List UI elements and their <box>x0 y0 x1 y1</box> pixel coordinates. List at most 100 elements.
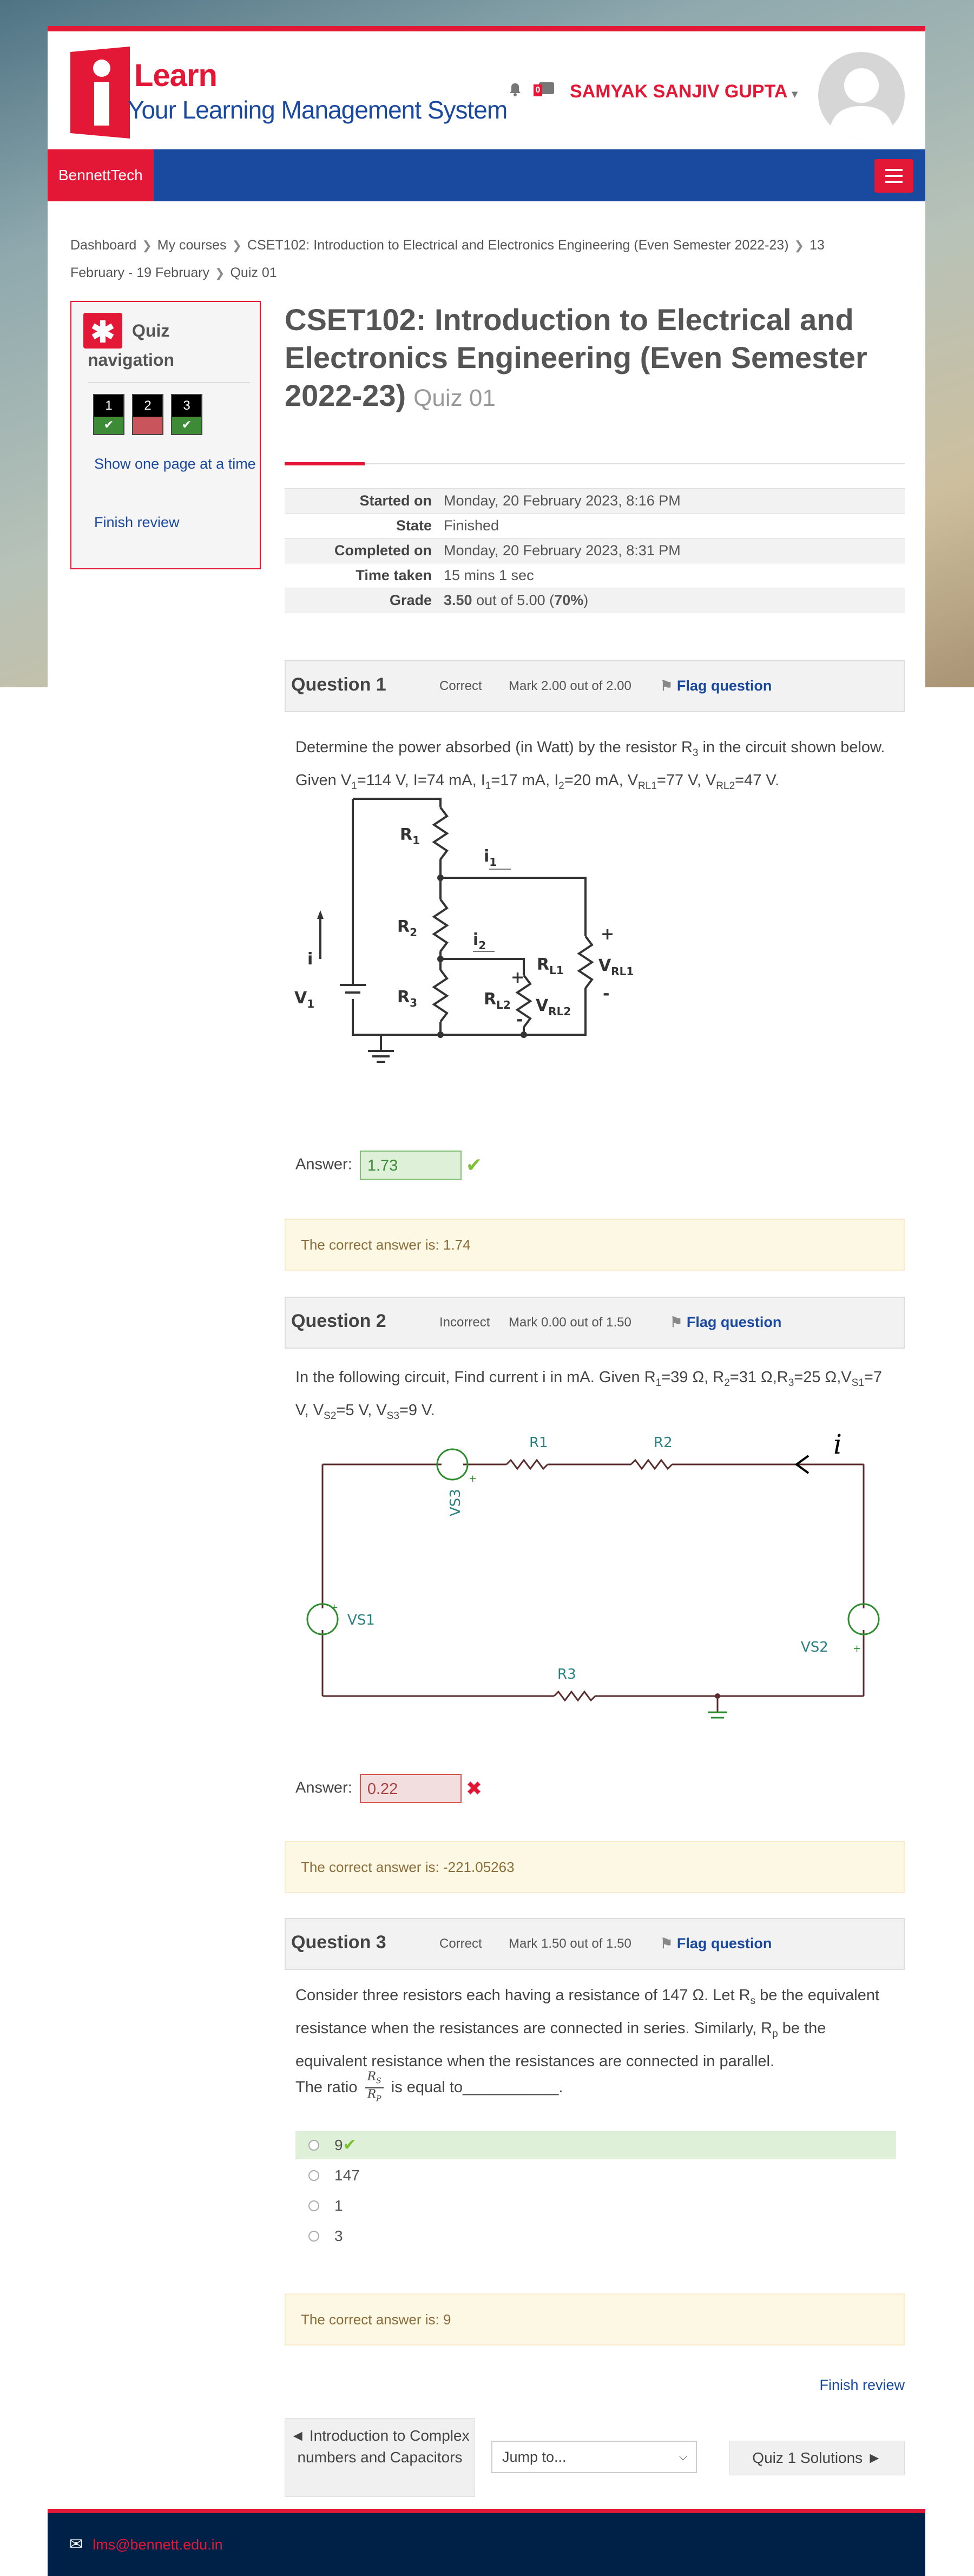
question-grade: Mark 0.00 out of 1.50 <box>509 1315 631 1330</box>
svg-text:R3: R3 <box>397 988 417 1009</box>
site-header: Learn Your Learning Management System 0 … <box>48 31 925 149</box>
finish-review-link[interactable]: Finish review <box>819 2377 905 2393</box>
question-number: Question 3 <box>291 1932 386 1953</box>
summary-label: Completed on <box>334 542 432 558</box>
svg-text:-: - <box>603 984 609 1003</box>
question-state: Correct <box>439 679 482 693</box>
answer-input[interactable]: 1.73 <box>359 1151 462 1180</box>
menu-toggle-button[interactable] <box>874 159 913 193</box>
previous-activity-link[interactable]: ◄ Introduction to Complex numbers and Ca… <box>285 2418 475 2497</box>
question-number: Question 2 <box>291 1311 386 1331</box>
question-grade: Mark 2.00 out of 2.00 <box>509 679 631 693</box>
user-menu[interactable]: SAMYAK SANJIV GUPTA ▾ <box>570 81 798 102</box>
question-state: Incorrect <box>439 1315 490 1330</box>
svg-text:R1: R1 <box>529 1435 548 1451</box>
page-container: Learn Your Learning Management System 0 … <box>48 26 925 2576</box>
radio-button[interactable] <box>308 2140 319 2151</box>
question-2-text: In the following circuit, Find current i… <box>295 1369 882 1422</box>
svg-text:RL2: RL2 <box>484 990 511 1011</box>
svg-text:R2: R2 <box>397 917 417 939</box>
quiz-name: Quiz 01 <box>413 385 496 411</box>
question-number: 1 <box>105 398 113 413</box>
circuit-diagram-2: R1 R2 R3 VS1 VS2 VS3 + + + i <box>306 1429 880 1719</box>
breadcrumb-week[interactable]: 13 February - 19 February <box>70 238 825 280</box>
question-grade: Mark 1.50 out of 1.50 <box>509 1936 631 1951</box>
envelope-icon: ✉ <box>69 2535 83 2553</box>
circuit-diagram-1: R1 R2 R3 i1 i2 i V1 RL2 VRL2 RL1 VRL1 + … <box>294 798 634 1063</box>
messages-icon[interactable]: 0 <box>534 81 555 97</box>
quiz-nav-button-2[interactable]: 2 <box>132 394 163 435</box>
svg-text:-: - <box>516 1010 523 1029</box>
quiz-nav-button-1[interactable]: 1 ✔ <box>93 394 124 435</box>
table-row: State Finished <box>285 513 905 538</box>
avatar[interactable] <box>818 52 905 139</box>
option-label: 1 <box>334 2197 343 2214</box>
jump-to-select[interactable]: Jump to... ⌵ <box>491 2441 697 2473</box>
flag-question-link[interactable]: ⚑ Flag question <box>670 1314 782 1330</box>
caret-down-icon: ▾ <box>792 88 798 100</box>
bell-icon[interactable] <box>506 81 524 97</box>
breadcrumb-my-courses[interactable]: My courses <box>157 238 227 253</box>
asterisk-icon: ✱ <box>83 313 122 349</box>
breadcrumb: Dashboard ❯ My courses ❯ CSET102: Introducti… <box>70 232 871 287</box>
svg-text:+: + <box>330 1602 338 1613</box>
svg-text:i: i <box>833 1429 842 1460</box>
question-number: 2 <box>144 398 152 413</box>
chevron-right-icon: ❯ <box>215 266 225 280</box>
table-row: Grade 3.50 out of 5.00 (70%) <box>285 588 905 613</box>
user-name: SAMYAK SANJIV GUPTA <box>570 81 787 102</box>
check-icon: ✔ <box>172 417 201 434</box>
flag-question-link[interactable]: ⚑ Flag question <box>660 678 772 694</box>
flag-question-link[interactable]: ⚑ Flag question <box>660 1935 772 1951</box>
footer-contact: ✉ lms@bennett.edu.in <box>69 2535 223 2554</box>
summary-label: State <box>396 517 432 534</box>
question-2-answer-row: Answer: 0.22 ✖ <box>295 1774 482 1803</box>
option-2[interactable]: 147 <box>295 2161 896 2190</box>
answer-input[interactable]: 0.22 <box>359 1774 462 1803</box>
header-icons: 0 <box>506 81 555 97</box>
svg-text:+: + <box>853 1643 861 1654</box>
main-region: CSET102: Introduction to Electrical and … <box>285 301 905 2393</box>
option-4[interactable]: 3 <box>295 2222 896 2250</box>
radio-button[interactable] <box>308 2170 319 2181</box>
question-state: Correct <box>439 1936 482 1951</box>
jump-to-value: Jump to... <box>502 2449 567 2465</box>
divider <box>88 382 250 383</box>
summary-value: Finished <box>444 517 499 534</box>
option-3[interactable]: 1 <box>295 2192 896 2220</box>
show-one-page-link[interactable]: Show one page at a time <box>94 456 256 472</box>
question-1-info: Question 1 Correct Mark 2.00 out of 2.00… <box>285 660 905 712</box>
summary-label: Grade <box>389 592 432 609</box>
chevron-right-icon: ❯ <box>232 239 242 252</box>
svg-text:R1: R1 <box>400 825 420 847</box>
question-1-answer-row: Answer: 1.73 ✔ <box>295 1151 482 1180</box>
radio-button[interactable] <box>308 2200 319 2211</box>
option-1[interactable]: 9✔ <box>295 2131 896 2159</box>
question-2-info: Question 2 Incorrect Mark 0.00 out of 1.… <box>285 1297 905 1349</box>
svg-text:+: + <box>601 925 614 944</box>
navbar-brand[interactable]: BennettTech <box>48 149 154 201</box>
breadcrumb-quiz[interactable]: Quiz 01 <box>230 265 277 280</box>
svg-text:+: + <box>511 968 524 987</box>
next-activity-link[interactable]: Quiz 1 Solutions ► <box>729 2441 905 2475</box>
option-label: 9 <box>334 2137 343 2153</box>
question-3-text: Consider three resistors each having a r… <box>295 1987 880 2070</box>
radio-button[interactable] <box>308 2231 319 2242</box>
svg-text:VRL2: VRL2 <box>536 996 571 1018</box>
chevron-right-icon: ❯ <box>794 239 804 252</box>
option-label: 147 <box>334 2167 360 2184</box>
svg-text:+: + <box>469 1473 477 1484</box>
quiz-nav-button-3[interactable]: 3 ✔ <box>171 394 202 435</box>
finish-review-link[interactable]: Finish review <box>94 514 180 530</box>
question-3-ratio: The ratio RS RP is equal to___________. <box>295 2070 896 2106</box>
svg-text:R2: R2 <box>654 1435 673 1451</box>
footer-email-link[interactable]: lms@bennett.edu.in <box>93 2536 223 2553</box>
hamburger-icon <box>885 169 903 171</box>
breadcrumb-course[interactable]: CSET102: Introduction to Electrical and … <box>247 238 789 253</box>
ilearn-logo[interactable] <box>70 47 130 139</box>
breadcrumb-dashboard[interactable]: Dashboard <box>70 238 137 253</box>
message-count-badge: 0 <box>534 84 542 96</box>
chevron-right-icon: ❯ <box>142 239 152 252</box>
logo-tagline: Your Learning Management System <box>128 96 508 124</box>
